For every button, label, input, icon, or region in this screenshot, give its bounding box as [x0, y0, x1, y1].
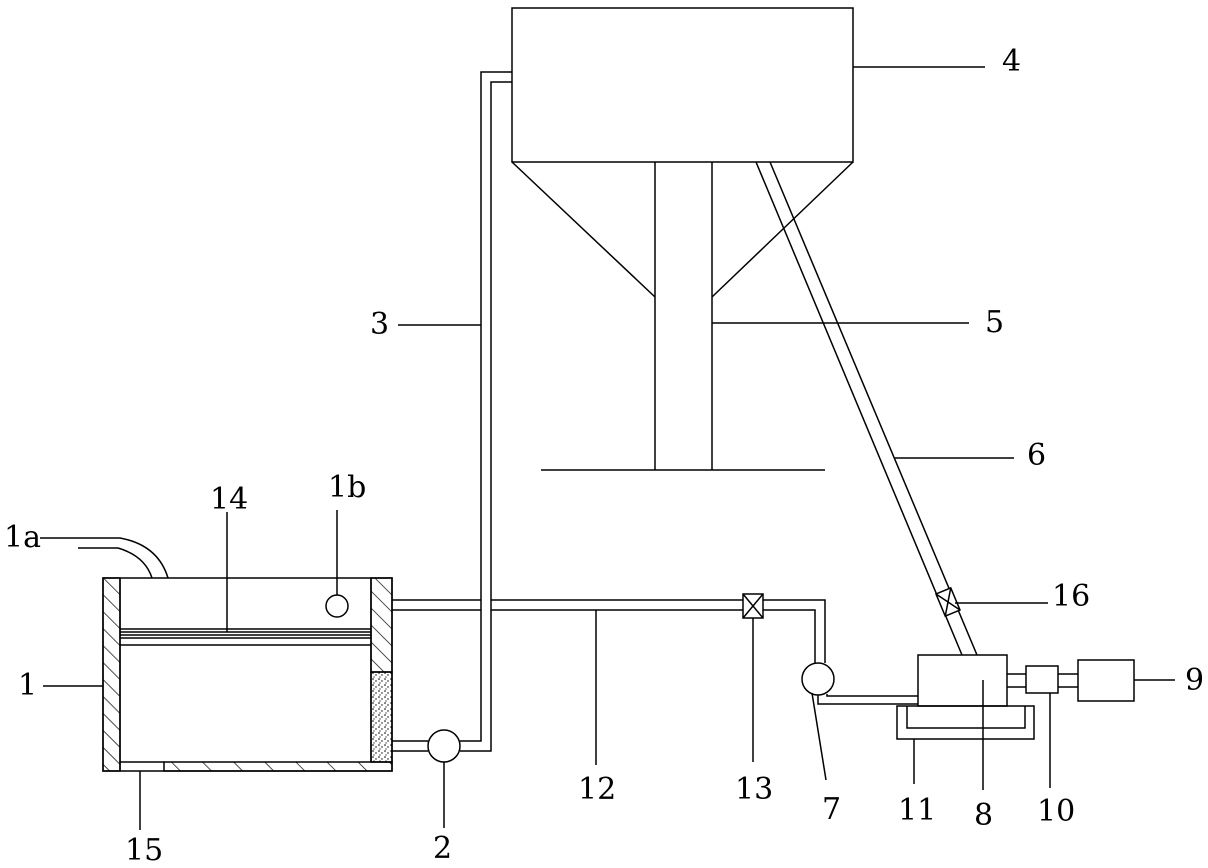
tank-bottom-wall	[163, 761, 393, 772]
label-6: 6	[1027, 438, 1047, 473]
valve-16	[935, 586, 961, 618]
plate-14	[120, 628, 371, 639]
pump-7	[801, 662, 835, 696]
label-13: 13	[735, 772, 774, 807]
label-11: 11	[898, 793, 937, 828]
tank-left-wall	[102, 577, 121, 772]
label-1: 1	[18, 668, 38, 703]
riser-pipe-3	[460, 71, 512, 752]
pipe-12	[392, 599, 826, 663]
shaft-8-10	[1007, 673, 1026, 688]
pipe-6	[755, 161, 978, 656]
coupling-10	[1025, 665, 1059, 694]
label-9: 9	[1185, 663, 1205, 698]
leader-lines	[40, 66, 1175, 830]
label-14: 14	[210, 482, 249, 517]
label-1a: 1a	[4, 520, 41, 555]
pipe-tank-to-pump	[392, 740, 428, 752]
tank-filter-media	[370, 671, 393, 763]
label-5: 5	[985, 305, 1005, 340]
label-1b: 1b	[328, 470, 367, 505]
label-7: 7	[822, 792, 842, 827]
pump-2	[427, 729, 461, 763]
column-5	[654, 162, 713, 470]
motor-9	[1077, 659, 1135, 702]
label-2: 2	[433, 831, 453, 866]
label-15: 15	[125, 833, 164, 868]
inlet-pipe-1a	[78, 537, 169, 579]
label-3: 3	[370, 307, 390, 342]
label-4: 4	[1002, 44, 1022, 79]
tank-4	[511, 7, 854, 163]
shaft-10-9	[1058, 673, 1078, 688]
box-8	[917, 654, 1008, 707]
valve-13	[742, 593, 764, 619]
label-12: 12	[578, 772, 617, 807]
cone	[511, 161, 854, 298]
label-16: 16	[1052, 579, 1091, 614]
float-1b	[325, 594, 349, 618]
label-10: 10	[1037, 794, 1076, 829]
label-8: 8	[974, 798, 994, 833]
tank-right-wall-upper	[370, 577, 393, 673]
pipe-pump7-to-8	[817, 694, 918, 705]
frame-11	[896, 705, 1035, 740]
